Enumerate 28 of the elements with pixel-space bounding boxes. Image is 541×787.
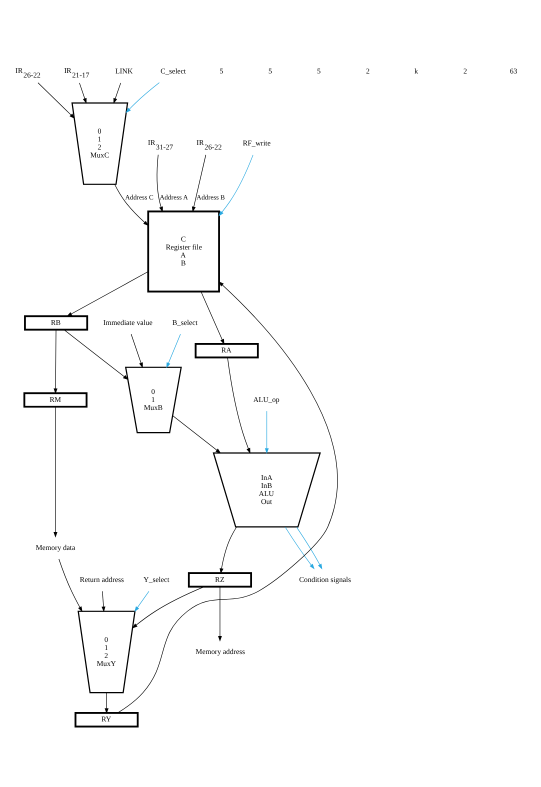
arrow (156, 154, 163, 212)
arrow (192, 154, 206, 212)
arrow (172, 415, 222, 454)
arrow (114, 184, 149, 226)
arrow (38, 82, 75, 119)
arrow (284, 526, 315, 570)
arrow (134, 590, 150, 612)
arrow (220, 526, 237, 574)
arrow (113, 82, 122, 104)
arrow (126, 82, 160, 114)
arrow (132, 586, 205, 628)
arrow (296, 526, 322, 570)
arrow (54, 406, 58, 538)
arrow (166, 334, 181, 368)
arrow (102, 590, 106, 612)
arrow (130, 334, 143, 368)
arrow (264, 410, 269, 454)
arrow (79, 82, 87, 104)
arrow (218, 154, 254, 216)
arrow (54, 329, 58, 394)
arrow (117, 281, 338, 714)
arrow (218, 586, 222, 642)
arrow (104, 692, 109, 714)
arrow (200, 291, 224, 345)
arrow (227, 357, 250, 454)
arrow (64, 329, 129, 380)
arrow (66, 271, 148, 317)
arrow (58, 558, 82, 612)
